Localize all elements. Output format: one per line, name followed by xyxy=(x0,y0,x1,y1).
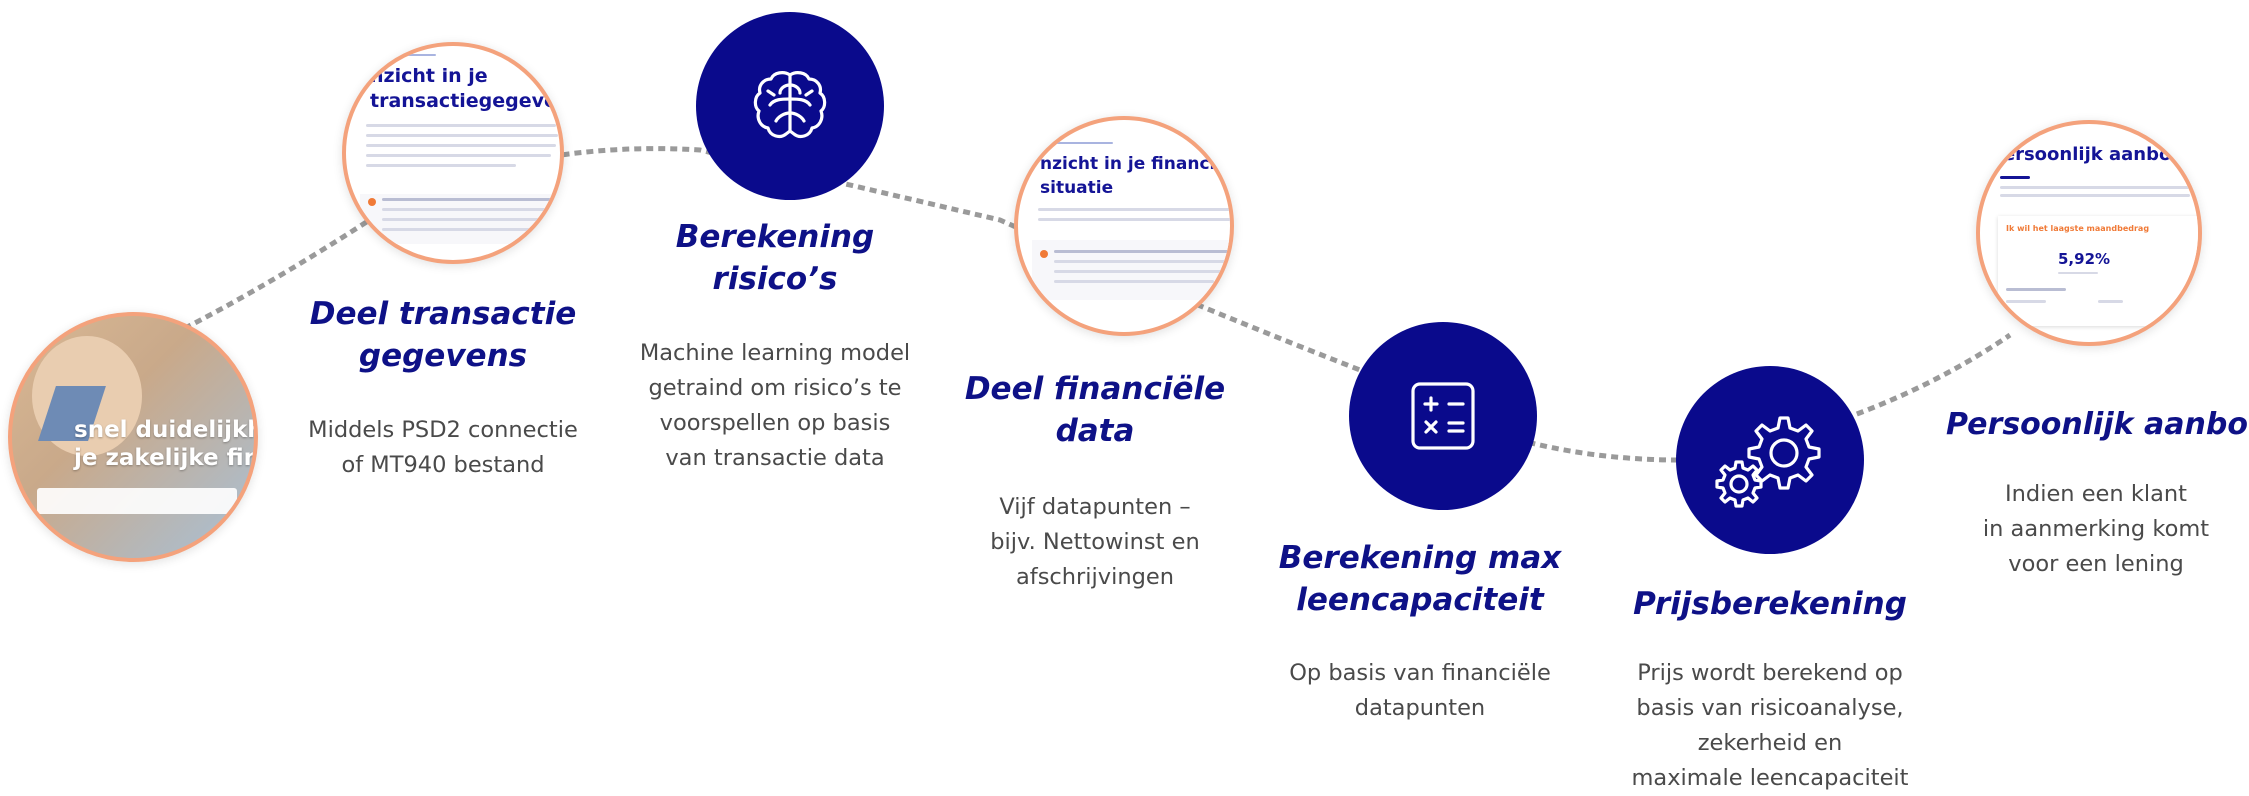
brain-icon xyxy=(753,71,827,139)
step-3-description: Vijf datapunten – bijv. Nettowinst en af… xyxy=(940,490,1250,595)
step-6-description: Indien een klant in aanmerking komt voor… xyxy=(1946,477,2246,582)
step-5-description: Prijs wordt berekend op basis van risico… xyxy=(1600,656,1940,796)
offer-card: Ik wil het laagste maandbedrag 5,92% xyxy=(1998,216,2198,326)
step-2-title-line-2: risico’s xyxy=(712,261,838,297)
step-5-desc-line-2: basis van risicoanalyse, xyxy=(1636,695,1904,721)
step-1-title-line-1: Deel transactie xyxy=(309,296,577,332)
personal-offer-screenshot-circle: persoonlijk aanbod Ik wil het laagste ma… xyxy=(1976,120,2202,346)
financial-heading-1: nzicht in je financiële xyxy=(1040,154,1234,174)
max-loan-capacity-icon-circle xyxy=(1349,322,1537,510)
step-5-desc-line-1: Prijs wordt berekend op xyxy=(1637,660,1903,686)
step-1-desc-line-2: of MT940 bestand xyxy=(341,452,545,478)
step-3-desc-line-1: Vijf datapunten – xyxy=(999,494,1191,520)
step-6-desc-line-2: in aanmerking komt xyxy=(1982,516,2210,542)
step-2-desc-line-2: getraind om risico’s te xyxy=(648,375,902,401)
transaction-data-screenshot-circle: nzicht in je transactiegegevens xyxy=(342,42,564,264)
transaction-heading-1: nzicht in je xyxy=(370,65,488,87)
step-1-title: Deel transactie gegevens xyxy=(308,293,578,377)
step-2-desc-line-4: van transactie data xyxy=(665,445,885,471)
hero-text-line-1: snel duidelijkhei xyxy=(74,417,254,443)
step-6-desc-line-1: Indien een klant xyxy=(2005,481,2187,507)
transaction-heading-2: transactiegegevens xyxy=(370,90,564,112)
step-3-desc-line-3: afschrijvingen xyxy=(1015,564,1175,590)
step-4-title: Berekening max leencapaciteit xyxy=(1270,537,1570,621)
offer-heading: persoonlijk aanbod xyxy=(1990,144,2185,165)
offer-rate-label: Ik wil het laagste maandbedrag xyxy=(2006,224,2150,233)
step-3-desc-line-2: bijv. Nettowinst en xyxy=(990,529,1200,555)
step-6-title: Persoonlijk aanbod xyxy=(1946,404,2249,446)
step-6-desc-line-3: voor een lening xyxy=(2008,551,2184,577)
step-3-title: Deel financiële data xyxy=(960,368,1230,452)
pricing-icon-circle xyxy=(1676,366,1864,554)
step-4-desc-line-2: datapunten xyxy=(1354,695,1486,721)
step-5-title-line-1: Prijsberekening xyxy=(1633,586,1907,622)
step-1-description: Middels PSD2 connectie of MT940 bestand xyxy=(283,413,603,483)
gears-icon xyxy=(1715,416,1821,508)
step-2-desc-line-1: Machine learning model xyxy=(639,340,911,366)
step-2-title-line-1: Berekening xyxy=(675,219,875,255)
step-1-desc-line-1: Middels PSD2 connectie xyxy=(308,417,578,443)
risk-calculation-icon-circle xyxy=(696,12,884,200)
step-5-title: Prijsberekening xyxy=(1610,583,1930,625)
step-3-title-line-1: Deel financiële xyxy=(964,371,1226,407)
search-bar-mock xyxy=(37,488,237,514)
step-4-title-line-1: Berekening max xyxy=(1278,540,1562,576)
homepage-screenshot-circle: snel duidelijkhei je zakelijke finan xyxy=(8,312,258,562)
hero-text-line-2: je zakelijke finan xyxy=(74,445,254,471)
offer-rate-value: 5,92% xyxy=(2058,250,2111,268)
step-1-title-line-2: gegevens xyxy=(358,338,528,374)
step-6-title-line-1: Persoonlijk aanbod xyxy=(1946,407,2249,442)
step-5-desc-line-3: zekerheid en xyxy=(1697,730,1843,756)
financial-heading-2: situatie xyxy=(1040,178,1114,198)
step-3-title-line-2: data xyxy=(1055,413,1135,449)
step-2-title: Berekening risico’s xyxy=(650,216,900,300)
step-4-desc-line-1: Op basis van financiële xyxy=(1289,660,1551,686)
step-2-description: Machine learning model getraind om risic… xyxy=(620,336,930,476)
step-4-description: Op basis van financiële datapunten xyxy=(1260,656,1580,726)
step-4-title-line-2: leencapaciteit xyxy=(1296,582,1544,618)
step-5-desc-line-4: maximale leencapaciteit xyxy=(1631,765,1909,791)
calculator-icon xyxy=(1411,382,1475,450)
financial-data-screenshot-circle: nzicht in je financiële situatie xyxy=(1014,116,1234,336)
step-2-desc-line-3: voorspellen op basis xyxy=(659,410,891,436)
